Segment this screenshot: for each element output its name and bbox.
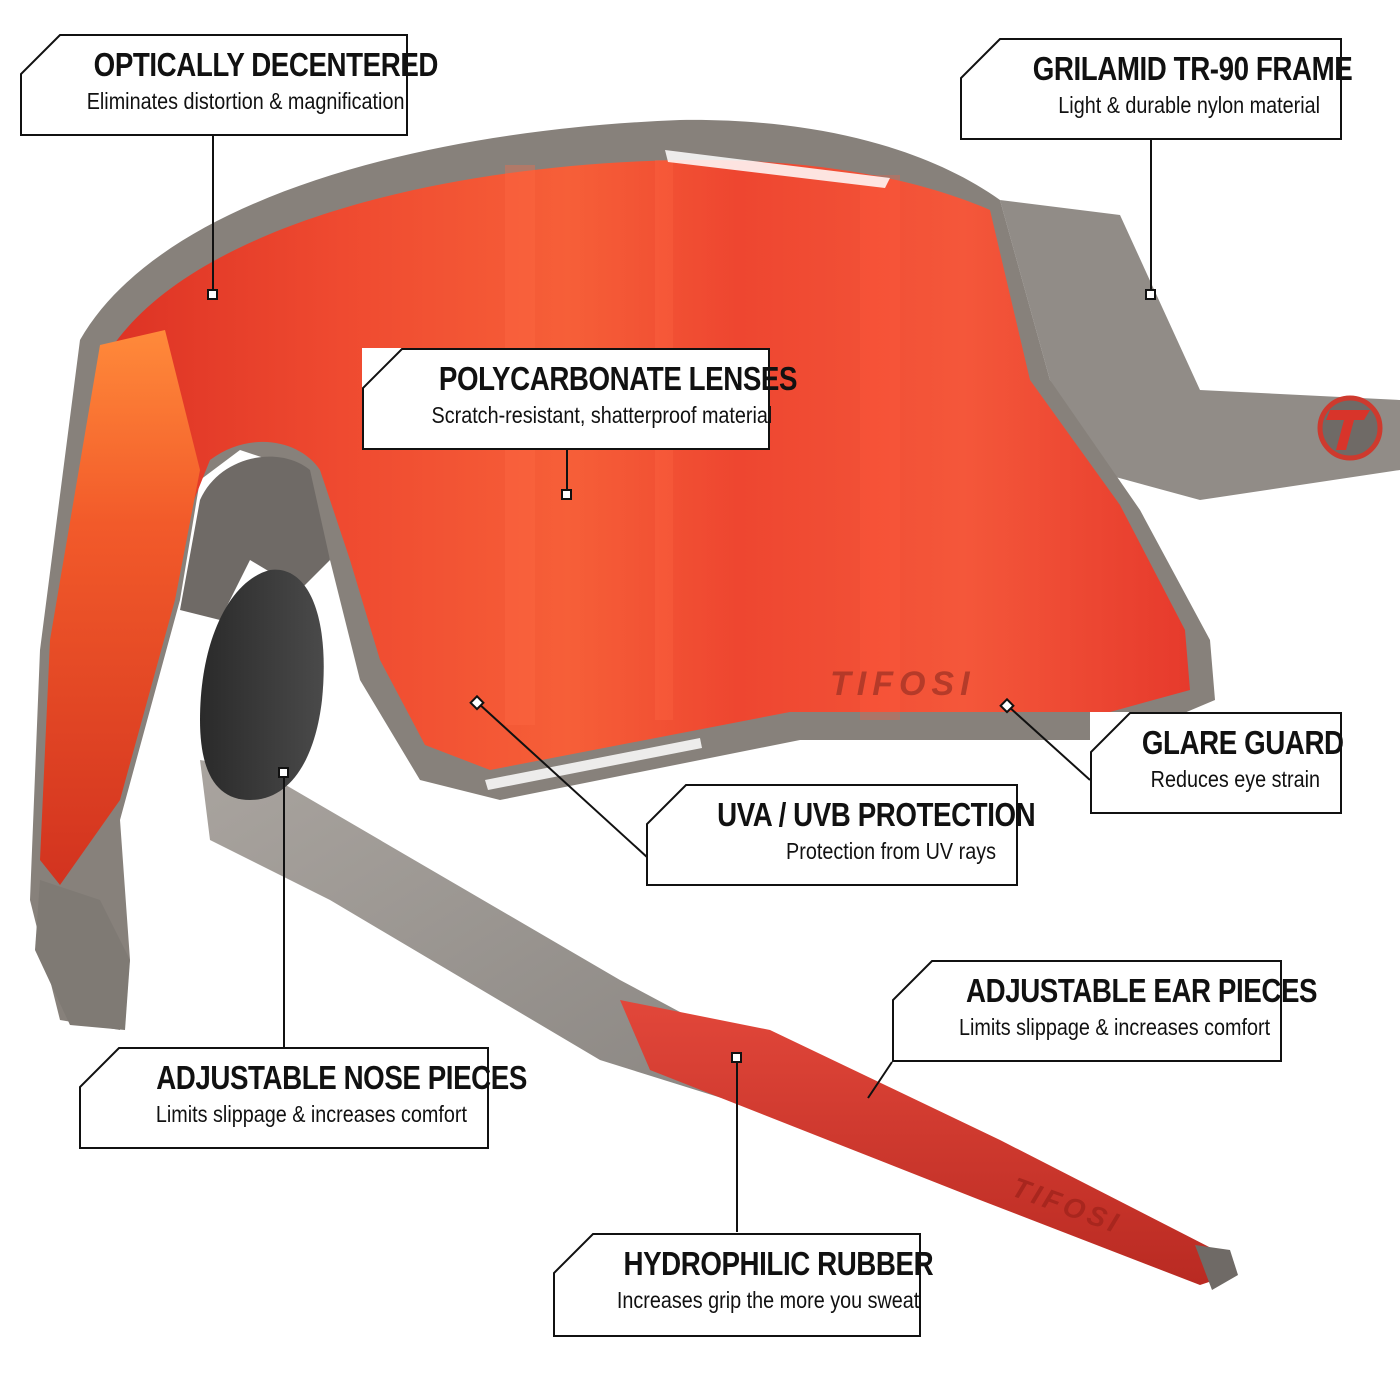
callout-hydrophilic-rubber: HYDROPHILIC RUBBER Increases grip the mo… <box>553 1233 934 1337</box>
leader-glare-guard <box>1007 705 1091 781</box>
frame-foot <box>35 880 130 1030</box>
callout-title: HYDROPHILIC RUBBER <box>623 1245 934 1282</box>
nose-pad <box>200 569 324 800</box>
callout-glare-guard: GLARE GUARD Reduces eye strain <box>1090 712 1344 814</box>
callout-grilamid-frame: GRILAMID TR-90 FRAME Light & durable nyl… <box>960 38 1353 140</box>
temple-tip <box>1195 1245 1238 1290</box>
side-lens <box>40 330 200 885</box>
top-vent <box>665 150 890 188</box>
main-lens <box>60 159 1190 880</box>
callout-title: OPTICALLY DECENTERED <box>93 46 439 83</box>
anchor-optically-decentered <box>207 289 218 300</box>
hinge-logo-mark <box>1326 410 1370 450</box>
callout-uv-protection: UVA / UVB PROTECTION Protection from UV … <box>646 784 1036 886</box>
temple-rubber <box>620 1000 1230 1285</box>
callout-title: GRILAMID TR-90 FRAME <box>1032 50 1353 87</box>
callout-border <box>553 1233 921 1337</box>
callout-subtitle: Limits slippage & increases comfort <box>155 1101 467 1127</box>
anchor-glare-guard <box>999 697 1015 714</box>
callout-subtitle: Light & durable nylon material <box>1058 92 1320 118</box>
callout-title: ADJUSTABLE EAR PIECES <box>966 972 1318 1009</box>
callout-border <box>362 348 770 450</box>
callout-subtitle: Protection from UV rays <box>786 838 996 864</box>
bottom-vent <box>485 738 702 790</box>
anchor-markers <box>207 289 1156 1063</box>
callout-optically-decentered: OPTICALLY DECENTERED Eliminates distorti… <box>20 34 439 136</box>
callout-border <box>646 784 1018 886</box>
callout-border <box>20 34 408 136</box>
anchor-grilamid-frame <box>1145 289 1156 300</box>
callout-adjustable-nose-pieces: ADJUSTABLE NOSE PIECES Limits slippage &… <box>79 1047 527 1149</box>
callout-title: ADJUSTABLE NOSE PIECES <box>156 1059 527 1096</box>
callout-subtitle: Increases grip the more you sweat <box>616 1287 920 1313</box>
temple-arm <box>200 760 770 1110</box>
callout-subtitle: Limits slippage & increases comfort <box>959 1014 1271 1040</box>
callout-subtitle: Reduces eye strain <box>1150 766 1320 792</box>
callout-polycarbonate-lenses: POLYCARBONATE LENSES Scratch-resistant, … <box>362 348 798 450</box>
anchor-polycarbonate-lenses <box>561 489 572 500</box>
callout-border <box>1090 712 1342 814</box>
lens-streak <box>860 175 900 720</box>
callout-subtitle: Scratch-resistant, shatterproof material <box>431 402 773 428</box>
leader-lines <box>212 135 1152 1232</box>
callout-subtitle: Eliminates distortion & magnification <box>86 88 405 114</box>
leader-adjustable-ear-pieces <box>867 1061 893 1099</box>
callout-title: GLARE GUARD <box>1141 724 1344 761</box>
callout-title: UVA / UVB PROTECTION <box>717 796 1036 833</box>
callout-adjustable-ear-pieces: ADJUSTABLE EAR PIECES Limits slippage & … <box>892 960 1318 1062</box>
lens-logo: TIFOSI <box>830 665 976 703</box>
callout-title: POLYCARBONATE LENSES <box>438 360 798 397</box>
anchor-uv-protection <box>469 694 485 711</box>
callout-border <box>960 38 1342 140</box>
callout-border <box>892 960 1282 1062</box>
callout-border <box>79 1047 489 1149</box>
leader-uv-protection <box>477 702 649 859</box>
anchor-adjustable-nose-pieces <box>278 767 289 778</box>
right-hinge <box>1000 200 1400 500</box>
anchor-hydrophilic-rubber <box>731 1052 742 1063</box>
